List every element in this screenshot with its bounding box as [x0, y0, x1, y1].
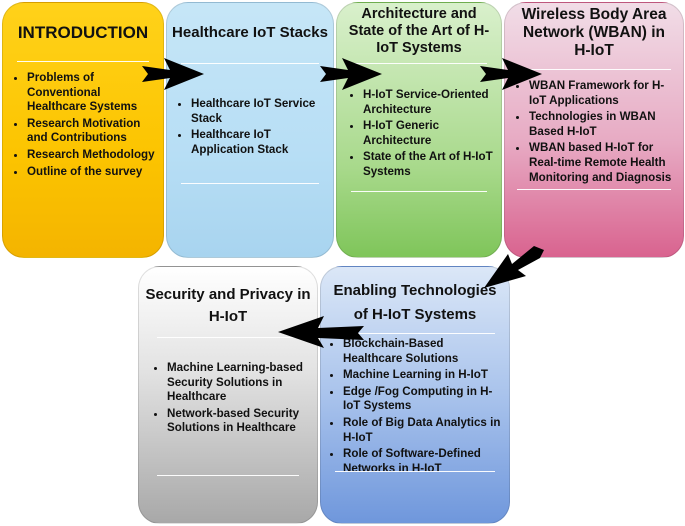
list-item: Network-based Security Solutions in Heal…: [167, 407, 309, 436]
wban-title-line: Network (WBAN) in: [522, 24, 666, 41]
architecture-list: H-IoT Service-Oriented Architecture H-Io…: [349, 88, 495, 182]
architecture-divider: [351, 63, 487, 64]
list-item: Outline of the survey: [27, 165, 157, 180]
architecture-box: Architecture and State of the Art of H- …: [336, 2, 502, 258]
security-privacy-box: Security and Privacy in H-IoT Machine Le…: [138, 266, 318, 524]
enabling-title-line: of H-IoT Systems: [353, 306, 477, 323]
wban-title-line: Wireless Body Area: [521, 6, 667, 23]
introduction-title: INTRODUCTION: [17, 23, 149, 42]
wban-list: WBAN Framework for H-IoT Applications Te…: [515, 79, 679, 187]
security-title-line: H-IoT: [208, 308, 248, 325]
introduction-divider: [17, 61, 149, 62]
list-item: State of the Art of H-IoT Systems: [363, 150, 495, 179]
architecture-title-line: IoT Systems: [376, 40, 462, 56]
list-item: Research Methodology: [27, 148, 157, 163]
healthcare-iot-stacks-box: Healthcare IoT Stacks Healthcare IoT Ser…: [166, 2, 334, 258]
stacks-list: Healthcare IoT Service Stack Healthcare …: [177, 97, 325, 159]
introduction-list: Problems of Conventional Healthcare Syst…: [13, 71, 157, 181]
list-item: Healthcare IoT Service Stack: [191, 97, 325, 126]
wban-title-line: H-IoT: [574, 42, 614, 59]
list-item: WBAN Framework for H-IoT Applications: [529, 79, 679, 108]
wban-divider: [517, 69, 671, 70]
security-bottom-divider: [157, 475, 299, 476]
security-title-line: Security and Privacy in: [145, 286, 311, 303]
arrow-enabling-to-security: [278, 316, 364, 348]
list-item: Role of Big Data Analytics in H-IoT: [343, 416, 505, 445]
enabling-bottom-divider: [335, 471, 495, 472]
security-title: Security and Privacy in H-IoT: [139, 284, 317, 328]
enabling-divider: [335, 333, 495, 334]
enabling-list: Blockchain-Based Healthcare Solutions Ma…: [329, 337, 505, 478]
wban-box: Wireless Body Area Network (WBAN) in H-I…: [504, 2, 684, 258]
enabling-title: Enabling Technologies of H-IoT Systems: [321, 279, 509, 327]
list-item: H-IoT Generic Architecture: [363, 119, 495, 148]
security-list: Machine Learning-based Security Solution…: [153, 361, 309, 438]
enabling-title-line: Enabling Technologies: [333, 282, 497, 299]
list-item: H-IoT Service-Oriented Architecture: [363, 88, 495, 117]
wban-title: Wireless Body Area Network (WBAN) in H-I…: [505, 6, 683, 60]
wban-bottom-divider: [517, 189, 671, 190]
architecture-title: Architecture and State of the Art of H- …: [337, 6, 501, 57]
list-item: Healthcare IoT Application Stack: [191, 128, 325, 157]
list-item: Machine Learning in H-IoT: [343, 368, 505, 383]
list-item: Technologies in WBAN Based H-IoT: [529, 110, 679, 139]
stacks-title: Healthcare IoT Stacks: [172, 24, 328, 41]
introduction-box: INTRODUCTION Problems of Conventional He…: [2, 2, 164, 258]
arrow-intro-to-stacks: [142, 58, 204, 90]
enabling-technologies-box: Enabling Technologies of H-IoT Systems B…: [320, 266, 510, 524]
list-item: WBAN based H-IoT for Real-time Remote He…: [529, 141, 679, 185]
list-item: Research Motivation and Contributions: [27, 117, 157, 146]
arrow-stacks-to-architecture: [320, 58, 382, 90]
architecture-title-line: State of the Art of H-: [348, 23, 490, 39]
list-item: Edge /Fog Computing in H-IoT Systems: [343, 385, 505, 414]
list-item: Problems of Conventional Healthcare Syst…: [27, 71, 157, 115]
security-divider: [157, 337, 299, 338]
arrow-wban-to-enabling: [484, 246, 544, 288]
arrow-architecture-to-wban: [480, 58, 542, 90]
architecture-bottom-divider: [351, 191, 487, 192]
stacks-bottom-divider: [181, 183, 319, 184]
list-item: Blockchain-Based Healthcare Solutions: [343, 337, 505, 366]
list-item: Machine Learning-based Security Solution…: [167, 361, 309, 405]
stacks-divider: [181, 63, 319, 64]
architecture-title-line: Architecture and: [361, 6, 477, 22]
